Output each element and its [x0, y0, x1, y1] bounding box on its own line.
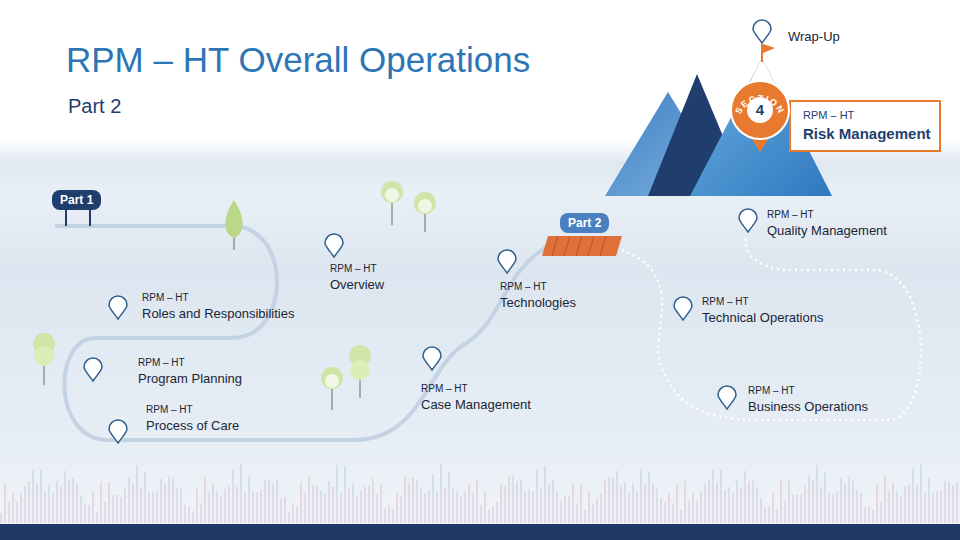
milestone-name: Overview	[330, 276, 384, 293]
milestone-name: Program Planning	[138, 370, 242, 387]
milestone-name: Case Management	[421, 396, 531, 413]
subtitle: Part 2	[68, 95, 121, 118]
location-pin	[422, 347, 442, 371]
page-title: RPM – HT Overall Operations	[66, 40, 530, 80]
section-number: 4	[747, 101, 773, 118]
milestone-prefix: RPM – HT	[500, 280, 576, 294]
location-pin	[83, 358, 103, 382]
milestone-prefix: RPM – HT	[702, 295, 823, 309]
sign-post	[65, 210, 67, 226]
location-pin	[738, 209, 758, 233]
milestone-pin: Wrap-Up	[788, 28, 840, 45]
milestone-pin: RPM – HTTechnical Operations	[702, 295, 823, 326]
sign-post	[89, 210, 91, 226]
section-prefix: RPM – HT	[803, 107, 931, 124]
section-badge: SECTION4	[728, 78, 792, 154]
milestone-name: Technologies	[500, 294, 576, 311]
location-pin	[108, 420, 128, 444]
milestone-pin: RPM – HTProgram Planning	[138, 356, 242, 387]
flag	[763, 44, 775, 53]
section-box: RPM – HTRisk Management	[789, 100, 941, 152]
milestone-pin: RPM – HTProcess of Care	[146, 403, 239, 434]
milestone-prefix: RPM – HT	[146, 403, 239, 417]
bridge-plank	[542, 236, 622, 256]
milestone-name: Technical Operations	[702, 309, 823, 326]
milestone-pin: RPM – HTOverview	[330, 262, 384, 293]
part-tag: Part 1	[52, 190, 101, 210]
location-pin	[497, 250, 517, 274]
bar-texture	[1, 464, 957, 523]
milestone-name: Wrap-Up	[788, 28, 840, 45]
part-label: Part 1	[60, 193, 93, 207]
milestone-pin: RPM – HTRoles and Responsibilities	[142, 291, 294, 322]
milestone-prefix: RPM – HT	[767, 208, 887, 222]
milestone-name: Quality Management	[767, 222, 887, 239]
section-name: Risk Management	[803, 124, 931, 144]
flag-pole	[761, 44, 763, 62]
footer-bar	[0, 524, 960, 540]
dotted-road	[616, 236, 921, 420]
location-pin	[108, 296, 128, 320]
milestone-pin: RPM – HTCase Management	[421, 382, 531, 413]
location-pin	[673, 297, 693, 321]
milestone-pin: RPM – HTTechnologies	[500, 280, 576, 311]
location-pin	[752, 20, 772, 44]
milestone-pin: RPM – HTQuality Management	[767, 208, 887, 239]
milestone-prefix: RPM – HT	[421, 382, 531, 396]
milestone-prefix: RPM – HT	[330, 262, 384, 276]
milestone-name: Roles and Responsibilities	[142, 305, 294, 322]
milestone-prefix: RPM – HT	[138, 356, 242, 370]
milestone-name: Business Operations	[748, 398, 868, 415]
milestone-name: Process of Care	[146, 417, 239, 434]
trees	[33, 181, 436, 410]
milestone-pin: RPM – HTBusiness Operations	[748, 384, 868, 415]
location-pin	[324, 234, 344, 258]
milestone-prefix: RPM – HT	[748, 384, 868, 398]
part-tag: Part 2	[560, 213, 609, 233]
road	[55, 226, 548, 440]
part-label: Part 2	[568, 216, 601, 230]
milestone-prefix: RPM – HT	[142, 291, 294, 305]
location-pin	[717, 386, 737, 410]
